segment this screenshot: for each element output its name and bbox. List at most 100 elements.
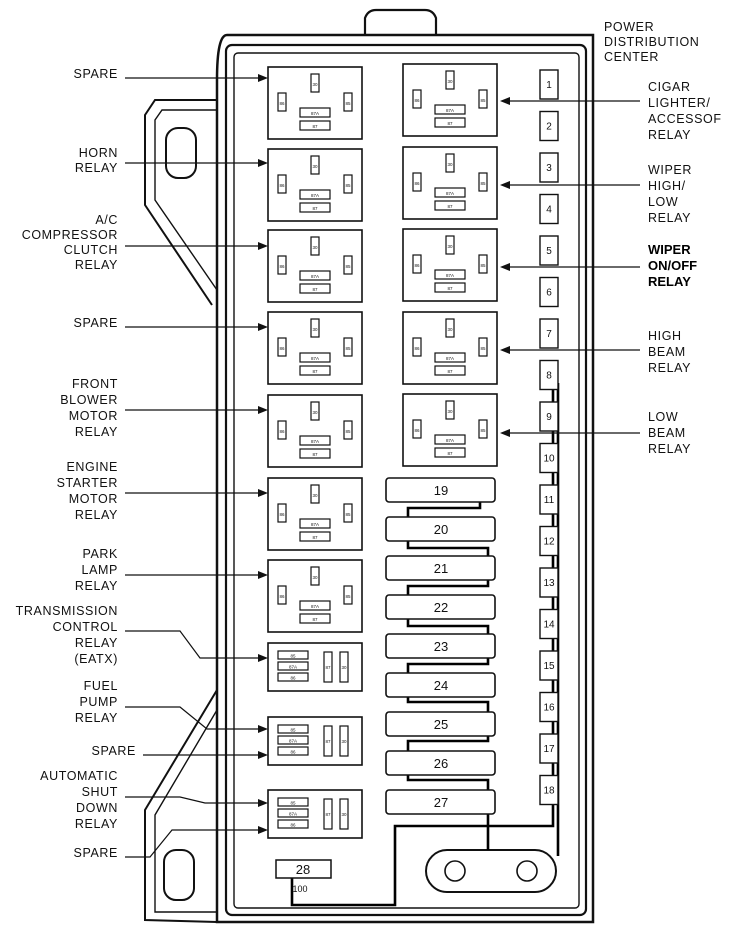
fuse-number: 14 (543, 620, 555, 631)
relay-pin-label: 87A (446, 438, 454, 443)
relay-pin-top (310, 318, 320, 338)
fuse-6[interactable]: 6 (539, 276, 559, 308)
callout-text: SPARE (92, 744, 136, 758)
arrowhead-icon (258, 751, 268, 759)
cartridge-fuse-number: 27 (434, 795, 448, 810)
fuse-number: 13 (543, 578, 555, 589)
fuse-9[interactable]: 9 (539, 401, 559, 432)
cartridge-fuse-27[interactable]: 27 (385, 789, 496, 815)
callout-text: WIPER (648, 242, 691, 257)
fuse-14[interactable]: 14 (539, 608, 559, 640)
fuse-3[interactable]: 3 (539, 152, 559, 183)
fuse-number: 17 (543, 744, 555, 755)
cartridge-fuse-number: 23 (434, 639, 448, 654)
cartridge-fuse-21[interactable]: 21 (385, 555, 496, 581)
relay-pin-label: 87A (311, 604, 319, 609)
cartridge-fuse-19[interactable]: 19 (385, 477, 496, 503)
callout-text: RELAY (75, 579, 118, 593)
callout-text: RELAY (75, 711, 118, 725)
relay-pin-label: 86 (279, 512, 285, 517)
fuse-5[interactable]: 5 (539, 235, 559, 266)
cartridge-fuse-24[interactable]: 24 (385, 672, 496, 698)
relay-pin-left (277, 337, 287, 357)
relay-pin-mid (299, 435, 331, 446)
fuse-12[interactable]: 12 (539, 525, 559, 557)
relay-pin-bottom (299, 202, 331, 213)
fuse-number: 7 (546, 329, 552, 340)
callout-text: HIGH/ (648, 179, 686, 193)
arrowhead-icon (258, 159, 268, 167)
relay-pin-label: 87A (446, 191, 454, 196)
fuse-11[interactable]: 11 (539, 484, 559, 515)
main-fuse-28[interactable]: 28 100 (275, 859, 332, 894)
cartridge-fuse-number: 25 (434, 717, 448, 732)
fuse-15[interactable]: 15 (539, 650, 559, 681)
relay-pin-mid (299, 107, 331, 118)
relay-pin-label: 86 (279, 101, 285, 106)
minirelay-pin (277, 661, 309, 671)
callout-text: SHUT (82, 785, 118, 799)
cartridge-fuse-26[interactable]: 26 (385, 750, 496, 776)
header-label-line: POWER (604, 20, 654, 34)
cartridge-fuse-25[interactable]: 25 (385, 711, 496, 737)
relay-pin-top (445, 153, 455, 173)
fuse-17[interactable]: 17 (539, 733, 559, 764)
minirelay-pin-label: 85 (290, 801, 296, 806)
minirelay-pin-label: 30 (341, 739, 347, 744)
fuse-16[interactable]: 16 (539, 691, 559, 723)
relay-pin-label: 30 (447, 244, 453, 249)
fuse-4[interactable]: 4 (539, 193, 559, 225)
fuse-10[interactable]: 10 (539, 442, 559, 474)
callout-left-12: SPARE (74, 826, 268, 860)
arrowhead-icon (258, 74, 268, 82)
cartridge-fuse-number: 20 (434, 522, 448, 537)
callout-text: HIGH (648, 329, 682, 343)
relay-pin-mid (299, 600, 331, 611)
callout-leader-line (125, 796, 262, 804)
relay-pin-right (478, 254, 488, 274)
fuse-2[interactable]: 2 (539, 110, 559, 142)
fuse-8[interactable]: 8 (539, 359, 559, 391)
minirelay-pin (277, 650, 309, 660)
relay-pin-mid (434, 269, 466, 280)
relay-pin-label: 30 (447, 162, 453, 167)
relay-pin-label: 87 (447, 369, 453, 374)
cartridge-fuse-22[interactable]: 22 (385, 594, 496, 620)
relay-pin-label: 86 (279, 264, 285, 269)
minirelay-pin (277, 746, 309, 756)
fuse-18[interactable]: 18 (539, 774, 559, 806)
minirelay-pin (277, 797, 309, 807)
fuse-1[interactable]: 1 (539, 69, 559, 100)
callout-text: RELAY (75, 508, 118, 522)
minirelay-pin-label: 87A (289, 739, 297, 744)
relay-pin-right (343, 420, 353, 440)
cartridge-fuse-20[interactable]: 20 (385, 516, 496, 542)
callout-left-10: SPARE (92, 744, 268, 759)
fuse-13[interactable]: 13 (539, 567, 559, 598)
cartridge-fuse-23[interactable]: 23 (385, 633, 496, 659)
minirelay-pin-label: 87A (289, 812, 297, 817)
fuse-7[interactable]: 7 (539, 318, 559, 349)
relay-pin-label: 87A (446, 273, 454, 278)
relay-pin-top (445, 400, 455, 420)
relay-pin-label: 86 (279, 594, 285, 599)
